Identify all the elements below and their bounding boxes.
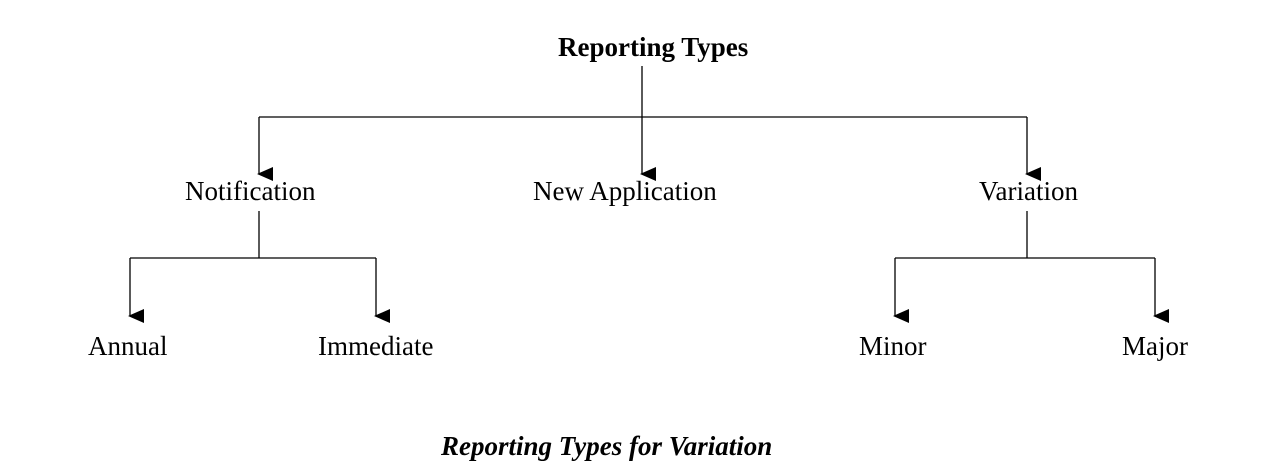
immediate-node-label: Immediate (318, 331, 434, 361)
minor-node-label: Minor (859, 331, 927, 361)
variation-node-label: Variation (979, 176, 1078, 206)
major-node-label: Major (1122, 331, 1188, 361)
root-node-label: Reporting Types (558, 32, 749, 62)
notification-node-label: Notification (185, 176, 316, 206)
diagram-caption: Reporting Types for Variation (441, 431, 773, 461)
annual-node-label: Annual (88, 331, 168, 361)
new-application-node-label: New Application (533, 176, 717, 206)
